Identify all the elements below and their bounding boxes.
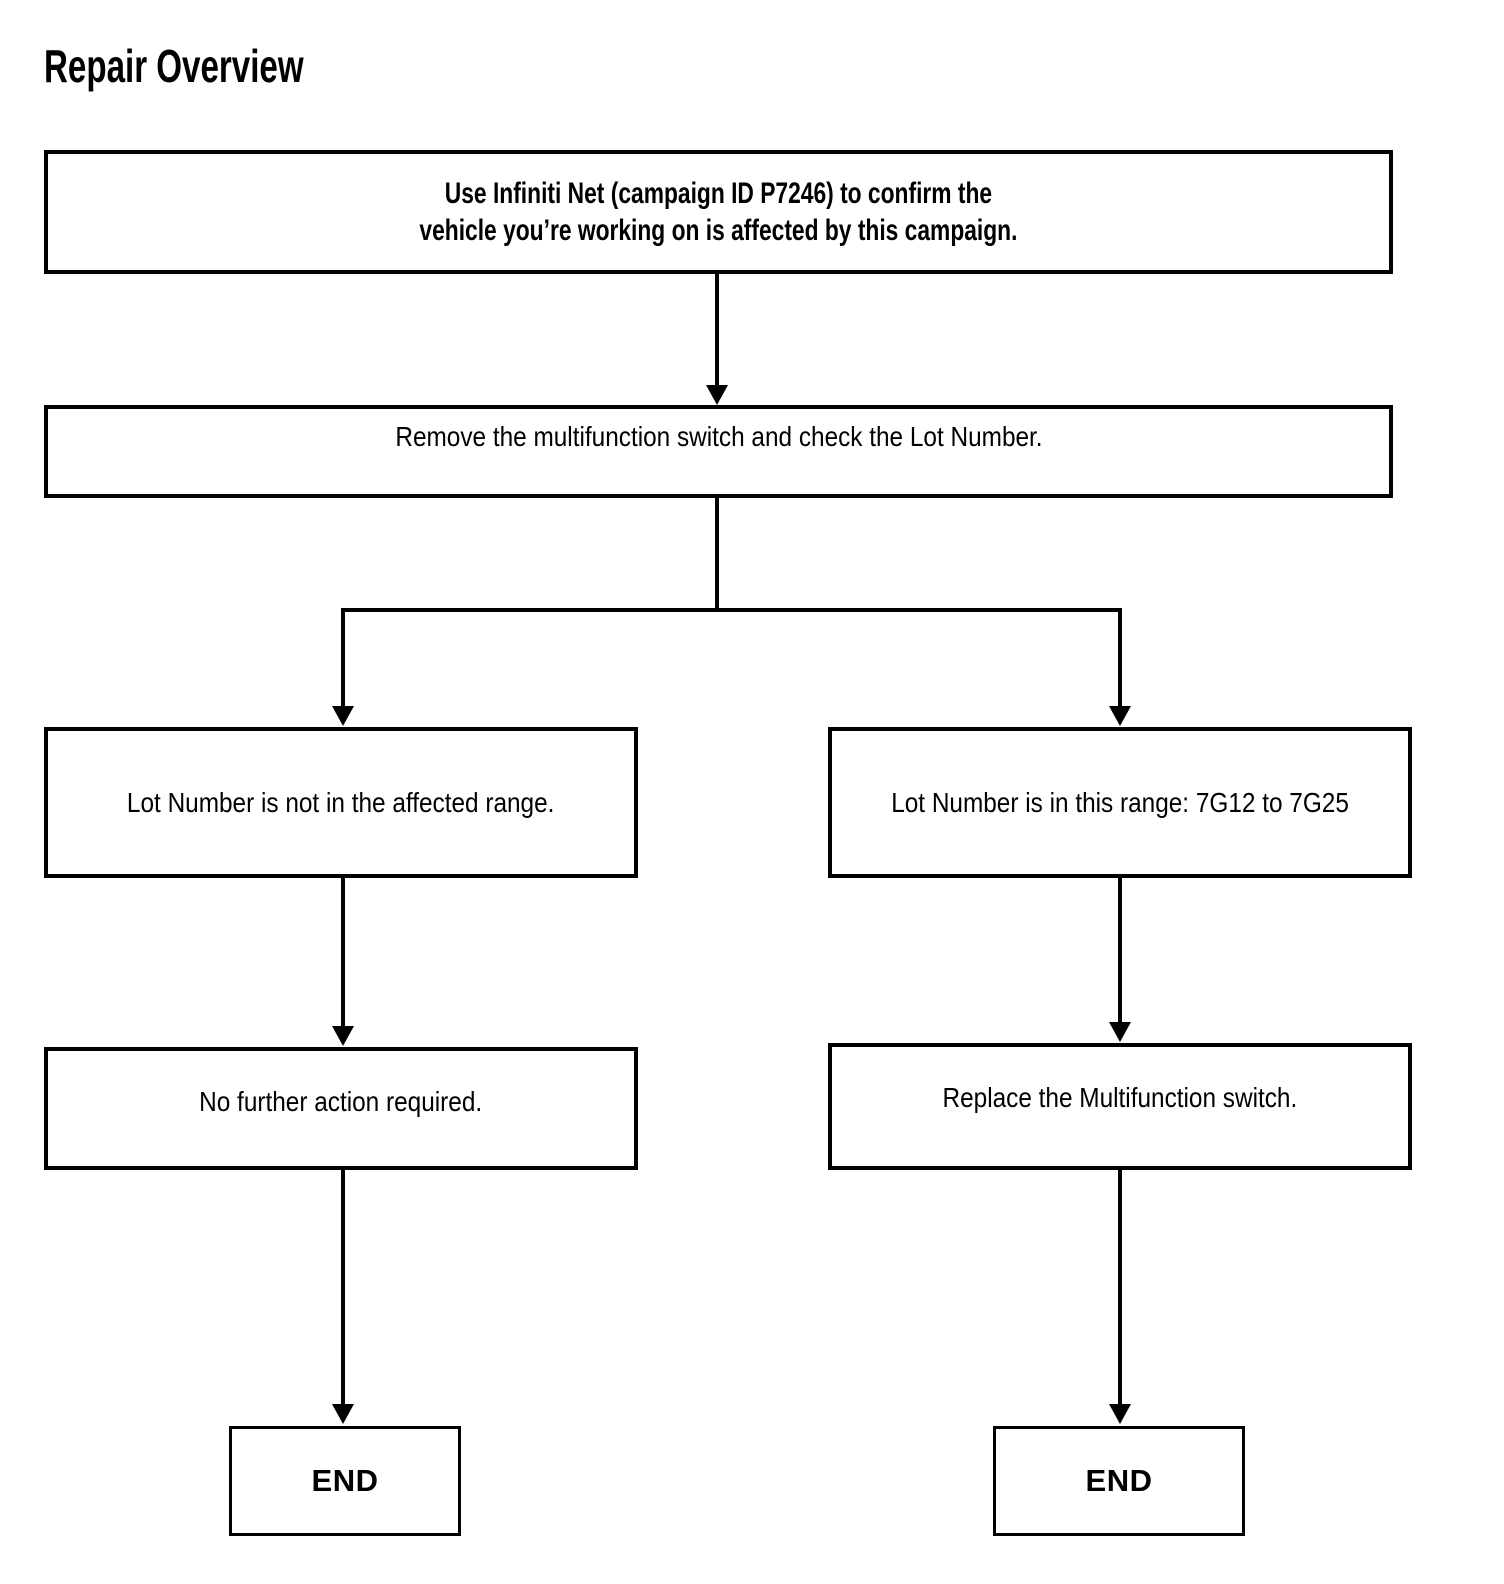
connector-split-right-drop	[1118, 610, 1122, 708]
arrowhead-down-icon	[332, 1404, 354, 1424]
arrow-replace-to-end	[1118, 1170, 1122, 1406]
page-title: Repair Overview	[44, 40, 405, 92]
flow-node-lot-in-range: Lot Number is in this range: 7G12 to 7G2…	[828, 727, 1412, 878]
flow-node-end-right: END	[993, 1426, 1245, 1536]
arrowhead-down-icon	[706, 385, 728, 405]
arrow-in-range-to-replace	[1118, 878, 1122, 1024]
flow-node-replace-switch-label: Replace the Multifunction switch.	[942, 1081, 1298, 1113]
arrowhead-down-icon	[1109, 1404, 1131, 1424]
flow-node-no-action: No further action required.	[44, 1047, 638, 1170]
flow-node-confirm-campaign-label: Use Infiniti Net (campaign ID P7246) to …	[419, 177, 1018, 247]
arrowhead-down-icon	[332, 706, 354, 726]
flow-node-remove-switch: Remove the multifunction switch and chec…	[44, 405, 1393, 498]
flow-node-remove-switch-label: Remove the multifunction switch and chec…	[394, 421, 1043, 452]
arrowhead-down-icon	[1109, 1022, 1131, 1042]
arrow-not-in-range-to-no-action	[341, 878, 345, 1028]
arrow-confirm-to-remove	[715, 274, 719, 386]
flow-node-lot-not-in-range-label: Lot Number is not in the affected range.	[127, 786, 555, 818]
flow-node-end-left-label: END	[311, 1463, 379, 1498]
arrowhead-down-icon	[332, 1026, 354, 1046]
connector-split-stem	[715, 498, 719, 610]
flow-node-end-left: END	[229, 1426, 461, 1536]
page-title-text: Repair Overview	[44, 40, 304, 92]
arrowhead-down-icon	[1109, 706, 1131, 726]
arrow-no-action-to-end	[341, 1170, 345, 1406]
flow-node-replace-switch: Replace the Multifunction switch.	[828, 1043, 1412, 1170]
flow-node-lot-in-range-label: Lot Number is in this range: 7G12 to 7G2…	[891, 786, 1349, 818]
flow-node-confirm-campaign: Use Infiniti Net (campaign ID P7246) to …	[44, 150, 1393, 274]
connector-split-horizontal	[341, 608, 1122, 612]
flow-node-no-action-label: No further action required.	[199, 1085, 483, 1117]
flow-node-lot-not-in-range: Lot Number is not in the affected range.	[44, 727, 638, 878]
connector-split-left-drop	[341, 610, 345, 708]
flow-node-end-right-label: END	[1085, 1463, 1153, 1498]
